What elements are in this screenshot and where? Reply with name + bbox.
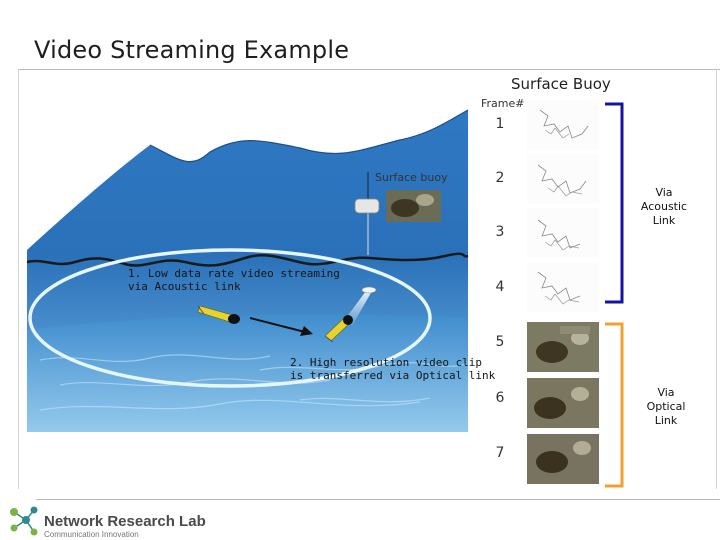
acoustic-line3: Link [652,214,676,227]
buoy-label: Surface buoy [375,171,448,184]
transfer-arrow [249,317,306,333]
slide-border-left [18,69,19,489]
step1-line1: 1. Low data rate video streaming [128,267,340,280]
frame-number-3: 3 [495,224,505,240]
acoustic-link-label: Via Acoustic Link [634,186,694,228]
frame-number-6: 6 [495,390,505,406]
frame-thumb-7 [527,434,599,484]
slide-border-right [716,69,717,489]
acoustic-line1: Via [655,186,673,199]
footer-rule [36,499,720,500]
step2-label: 2. High resolution video clip is transfe… [290,356,495,382]
frame-thumb-1 [527,100,599,150]
surface-buoy-header: Surface Buoy [511,75,611,93]
optical-beam [346,291,372,326]
frame-number-5: 5 [495,334,505,350]
lab-name: Network Research Lab [44,513,206,530]
step1-label: 1. Low data rate video streaming via Aco… [128,267,340,293]
optical-line1: Via [657,386,675,399]
surface-wave [26,252,469,267]
auv-1 [197,305,240,324]
surface-buoy-shape [354,198,380,214]
step2-line1: 2. High resolution video clip [290,356,483,369]
slide-title: Video Streaming Example [34,36,350,64]
optical-bracket [605,322,624,488]
lab-tagline: Communication Innovation [44,530,139,539]
communication-range-ellipse [28,248,432,388]
frame-thumb-6 [527,378,599,428]
acoustic-line2: Acoustic [640,200,688,213]
frame-thumb-3 [527,208,599,258]
auv-2 [324,315,353,343]
top-wave-edge [149,109,469,163]
sea-floor [27,314,468,432]
frame-number-1: 1 [495,116,505,132]
network-logo-icon [10,506,38,536]
optical-line2: Optical [646,400,686,413]
frame-thumb-4 [527,262,599,312]
optical-link-label: Via Optical Link [636,386,696,428]
step1-line2: via Acoustic link [128,280,241,293]
frame-number-7: 7 [495,445,505,461]
floor-ripples [39,354,467,411]
frame-number-header: Frame# [481,97,525,110]
frame-thumb-2 [527,154,599,204]
frame-thumb-5 [527,322,599,372]
frame-number-2: 2 [495,170,505,186]
optical-line3: Link [654,414,678,427]
title-rule [18,69,720,70]
acoustic-bracket [605,102,624,304]
step2-line2: is transferred via Optical link [290,369,496,382]
frame-number-4: 4 [495,279,505,295]
